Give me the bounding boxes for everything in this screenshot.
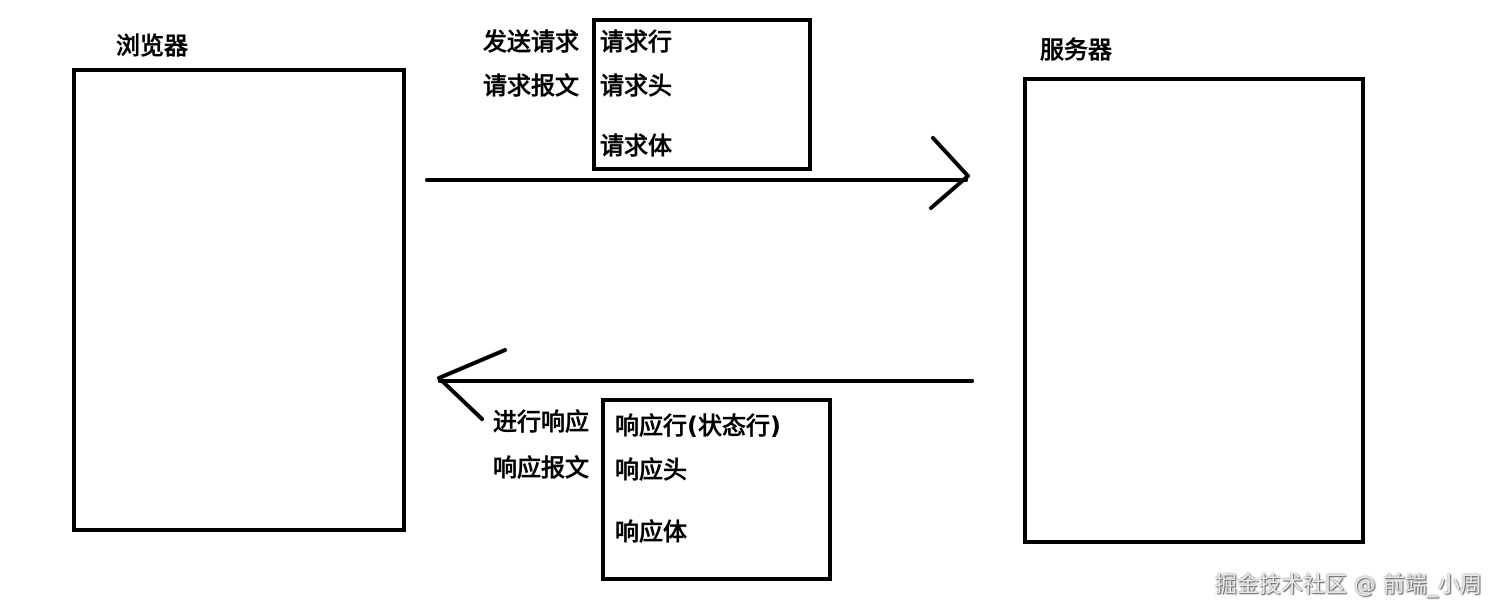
server-label: 服务器 (1040, 36, 1112, 64)
browser-label: 浏览器 (116, 32, 188, 60)
request-side-label: 请求报文 (483, 72, 579, 100)
response-arrow-head (437, 348, 507, 421)
response-status-line: 响应行(状态行) (615, 412, 781, 440)
request-line: 请求行 (600, 28, 672, 56)
request-body: 请求体 (600, 132, 672, 160)
request-arrow-head (929, 136, 970, 210)
server-box (1023, 77, 1365, 544)
response-side-label: 进行响应 (493, 408, 589, 436)
request-message-box (592, 18, 812, 171)
response-side-label: 响应报文 (493, 454, 589, 482)
request-side-label: 发送请求 (483, 28, 579, 56)
response-header: 响应头 (615, 456, 687, 484)
request-header: 请求头 (600, 72, 672, 100)
response-body: 响应体 (615, 518, 687, 546)
response-message-box (601, 398, 832, 581)
watermark: 掘金技术社区 @ 前端_小周 (1215, 573, 1482, 598)
browser-box (72, 68, 406, 532)
